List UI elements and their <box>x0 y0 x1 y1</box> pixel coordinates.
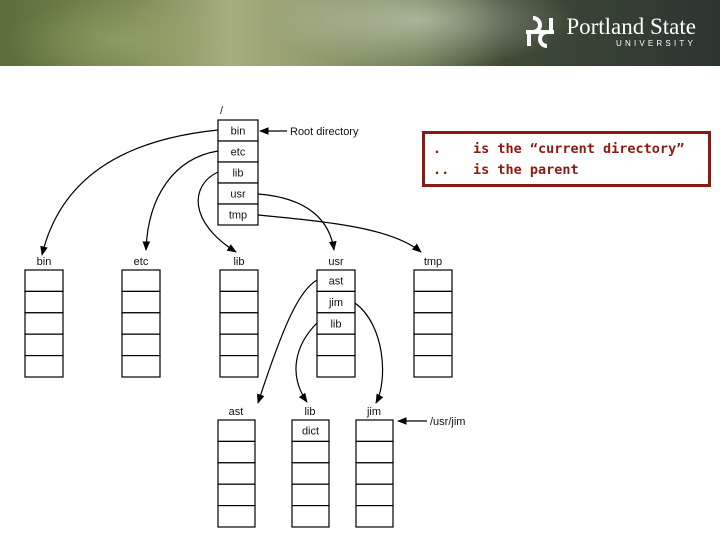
dir-label-lib: lib <box>304 406 315 418</box>
usr-jim-entry <box>355 483 394 507</box>
arrow-jim <box>354 302 384 404</box>
dir-bin-entry <box>24 290 64 314</box>
dir-bin-entry <box>24 312 64 335</box>
usr-ast-entry <box>217 440 256 464</box>
root-dir-entry-label: etc <box>231 147 246 159</box>
dir-tmp-entry <box>413 269 453 292</box>
arrow-usr <box>257 193 337 251</box>
root-dir-entry-label: bin <box>231 126 246 138</box>
dir-etc-entry <box>121 333 161 357</box>
banner-photo <box>0 0 720 66</box>
dir-lib-entry <box>219 355 259 378</box>
usr-subdirectories: ast lib dict jim <box>217 406 394 528</box>
usr-jim-entry <box>355 419 394 442</box>
root-dir-entry: etc <box>217 140 259 163</box>
dir-bin-entry <box>24 269 64 292</box>
arrow-usr-lib <box>295 322 318 403</box>
dir-usr-entry-label: lib <box>330 319 341 331</box>
usr-ast-entry <box>217 505 256 528</box>
usr-lib-entry-label: dict <box>302 426 319 438</box>
usr-lib-entry: dict <box>291 419 330 442</box>
root-dir-entry: tmp <box>217 203 259 226</box>
dir-etc-entry <box>121 355 161 378</box>
dir-tmp-entry <box>413 312 453 335</box>
note-symbol: .. <box>433 162 450 178</box>
dir-tmp-entry <box>413 333 453 357</box>
arrow-lib <box>197 171 237 253</box>
psu-logo-icon <box>526 16 555 48</box>
root-dir-entry: lib <box>217 161 259 184</box>
dir-tmp-entry <box>413 355 453 378</box>
root-dir-entry: bin <box>217 119 259 142</box>
dir-usr-entry: jim <box>316 290 356 314</box>
note-text: is the parent <box>473 162 579 178</box>
dir-etc-entry <box>121 312 161 335</box>
arrow-ast <box>257 279 318 404</box>
usr-lib-entry <box>291 483 330 507</box>
note-text: is the “current directory” <box>473 141 685 157</box>
dir-label-jim: jim <box>366 406 381 418</box>
note-line: . is the “current directory” <box>433 139 700 160</box>
dir-usr-entry-label: ast <box>329 276 344 288</box>
dir-lib-entry <box>219 312 259 335</box>
dir-label-bin: bin <box>37 256 52 268</box>
dir-usr-entry <box>316 333 356 357</box>
arrow-bin <box>40 129 219 256</box>
dir-bin-entry <box>24 333 64 357</box>
usr-jim-entry <box>355 505 394 528</box>
root-directory-table: bin etc lib usr tmp <box>217 119 259 226</box>
usr-ast-entry <box>217 483 256 507</box>
header-banner: Portland State UNIVERSITY <box>0 0 720 66</box>
root-dir-entry: usr <box>217 182 259 205</box>
dir-lib-entry <box>219 333 259 357</box>
dir-bin-entry <box>24 355 64 378</box>
dir-etc-entry <box>121 269 161 292</box>
usr-ast-entry <box>217 419 256 442</box>
dir-label-ast: ast <box>229 406 244 418</box>
arrow-etc <box>142 150 219 251</box>
dir-usr-entry <box>316 355 356 378</box>
root-dir-entry-label: usr <box>230 189 246 201</box>
dir-usr-entry-label: jim <box>328 297 343 309</box>
dir-tmp-entry <box>413 290 453 314</box>
root-dir-entry-label: lib <box>232 168 243 180</box>
dir-label-tmp: tmp <box>424 256 442 268</box>
root-dir-entry-label: tmp <box>229 210 247 222</box>
university-subtitle: UNIVERSITY <box>615 39 696 48</box>
arrow-tmp <box>257 214 422 253</box>
dir-usr-entry: lib <box>316 312 356 335</box>
dir-label-etc: etc <box>134 256 149 268</box>
usr-jim-entry <box>355 462 394 485</box>
dot-notation-note: . is the “current directory”.. is the pare… <box>422 131 711 187</box>
root-label: / <box>220 105 224 117</box>
root-annotation: Root directory <box>290 126 359 138</box>
university-logo[interactable]: Portland State UNIVERSITY <box>522 14 696 50</box>
dir-usr-entry: ast <box>316 269 356 292</box>
dir-lib-entry <box>219 290 259 314</box>
jim-annotation: /usr/jim <box>430 416 465 428</box>
usr-lib-entry <box>291 440 330 464</box>
child-directories: bin etc lib usr ast jim lib tmp <box>24 256 453 378</box>
dir-label-lib: lib <box>233 256 244 268</box>
dir-etc-entry <box>121 290 161 314</box>
dir-lib-entry <box>219 269 259 292</box>
university-name: Portland State <box>566 14 696 39</box>
usr-lib-entry <box>291 462 330 485</box>
note-symbol: . <box>433 141 442 157</box>
usr-jim-entry <box>355 440 394 464</box>
usr-lib-entry <box>291 505 330 528</box>
dir-label-usr: usr <box>328 256 344 268</box>
note-line: .. is the parent <box>433 160 700 181</box>
usr-ast-entry <box>217 462 256 485</box>
